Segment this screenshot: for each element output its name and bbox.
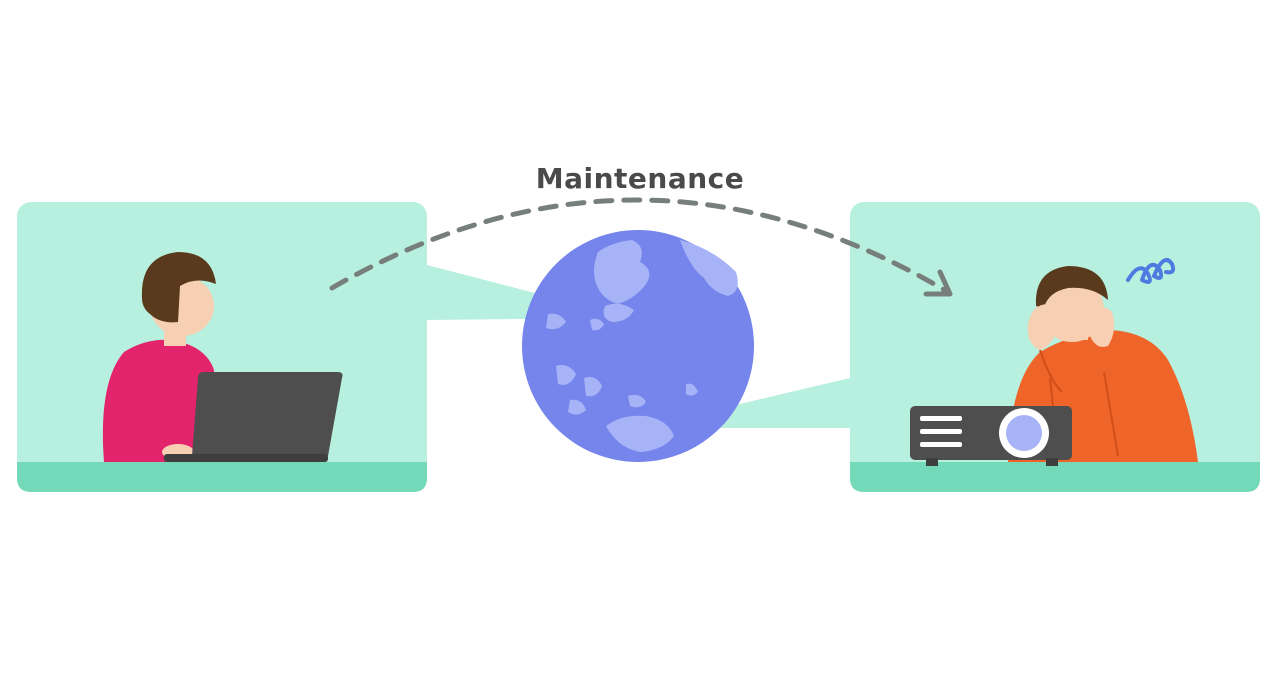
projector-icon	[910, 406, 1072, 466]
stress-swirl-icon	[1126, 258, 1176, 284]
laptop-icon	[192, 372, 343, 456]
right-floor	[850, 462, 1260, 492]
left-floor	[17, 462, 427, 492]
projector-lens	[1006, 415, 1042, 451]
arrow-head-icon	[923, 269, 953, 297]
maintenance-arrow	[329, 197, 953, 297]
globe-icon	[522, 230, 754, 462]
maintenance-label: Maintenance	[535, 162, 745, 195]
woman-with-laptop-icon	[102, 252, 343, 462]
